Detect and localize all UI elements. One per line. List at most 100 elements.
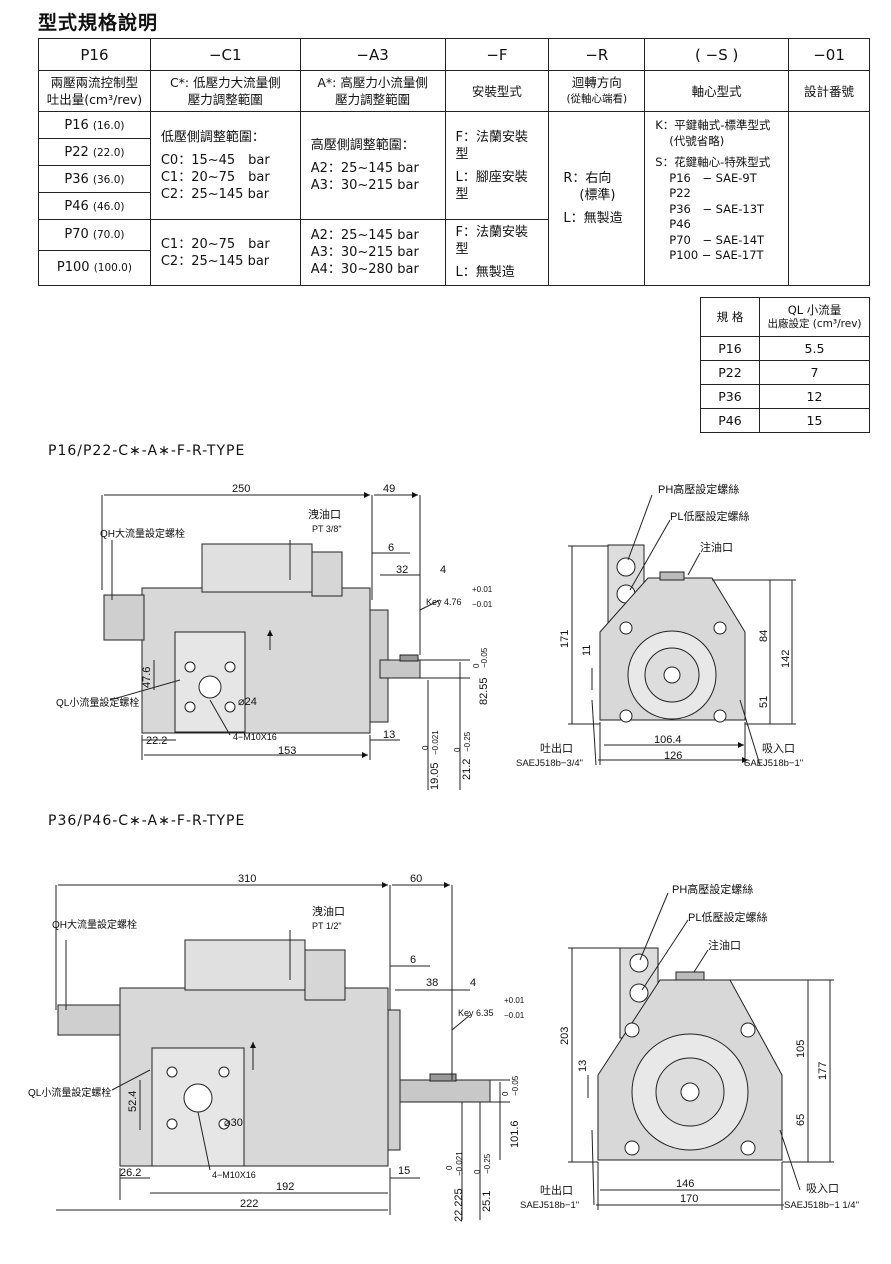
svg-text:吸入口: 吸入口	[762, 743, 795, 755]
svg-text:QL小流量設定螺栓: QL小流量設定螺栓	[56, 696, 139, 709]
svg-text:47.6: 47.6	[141, 667, 153, 688]
svg-text:11: 11	[581, 645, 593, 656]
svg-text:−0.25: −0.25	[463, 731, 472, 752]
c-range-cell: C1：20~75 bar C2：25~145 bar	[149, 219, 301, 286]
code-cell: −F	[444, 38, 550, 71]
svg-text:203: 203	[559, 1027, 571, 1045]
code-cell: −A3	[299, 38, 446, 71]
svg-text:−0.05: −0.05	[511, 1075, 520, 1096]
svg-text:177: 177	[817, 1062, 829, 1080]
svg-text:146: 146	[676, 1178, 694, 1190]
svg-text:4−M10X16: 4−M10X16	[233, 732, 277, 742]
svg-text:19.05: 19.05	[429, 762, 441, 790]
svg-text:+0.01: +0.01	[504, 996, 525, 1005]
svg-text:Key 6.35: Key 6.35	[458, 1008, 494, 1018]
ql-header-cell: QL 小流量出廠設定 (cm³/rev)	[759, 297, 870, 337]
svg-text:13: 13	[577, 1060, 589, 1072]
svg-text:PT 1/2": PT 1/2"	[312, 921, 342, 931]
svg-text:Key 4.76: Key 4.76	[426, 597, 462, 607]
svg-text:15: 15	[398, 1165, 410, 1177]
svg-text:吐出口: 吐出口	[540, 741, 573, 755]
code-cell: −C1	[149, 38, 301, 71]
svg-text:101.6: 101.6	[509, 1120, 521, 1148]
svg-text:⌀30: ⌀30	[224, 1117, 243, 1129]
header-cell: C*: 低壓力大流量側壓力調整範圍	[149, 70, 301, 112]
ql-header-row: 規 格 QL 小流量出廠設定 (cm³/rev)	[700, 297, 870, 337]
drawing2-caption: P36/P46-C∗-A∗-F-R-TYPE	[48, 813, 246, 829]
svg-text:0: 0	[445, 1165, 454, 1170]
svg-text:0: 0	[473, 1169, 482, 1174]
svg-text:13: 13	[383, 729, 395, 741]
svg-text:21.2: 21.2	[461, 759, 473, 780]
svg-text:注油口: 注油口	[708, 938, 741, 952]
svg-text:38: 38	[426, 977, 438, 989]
svg-text:−0.25: −0.25	[483, 1153, 492, 1174]
header-cell: 軸心型式	[644, 70, 790, 112]
model-row: P100 (100.0)	[38, 249, 870, 287]
svg-text:QL小流量設定螺栓: QL小流量設定螺栓	[28, 1086, 111, 1099]
svg-text:SAEJ518b−1": SAEJ518b−1"	[744, 758, 803, 769]
svg-text:106.4: 106.4	[654, 734, 682, 746]
ql-header-cell: 規 格	[700, 297, 760, 337]
model-cell: P70 (70.0)	[38, 219, 151, 251]
c-range-cell: 低壓側調整範圍： C0：15~45 bar C1：20~75 bar C2：25…	[149, 111, 301, 220]
svg-text:PH高壓設定螺絲: PH高壓設定螺絲	[672, 882, 753, 896]
header-cell: 設計番號	[788, 70, 870, 112]
drawing1-side-view: 250 49 洩油口 PT 3/8" 6 32 4 +0.01 Key 4.76…	[56, 483, 493, 790]
drawing2-side-view: 310 60 洩油口 PT 1/2" 6 38 4 +0.01 Key 6.35…	[28, 873, 525, 1222]
model-cell: P100 (100.0)	[38, 249, 151, 287]
mount-cell: F：法蘭安裝型 L：腳座安裝型	[444, 111, 550, 220]
svg-text:4: 4	[470, 977, 476, 989]
svg-text:26.2: 26.2	[120, 1167, 141, 1179]
svg-text:222: 222	[240, 1198, 258, 1210]
svg-text:−0.021: −0.021	[455, 1151, 464, 1176]
svg-text:⌀24: ⌀24	[238, 696, 257, 708]
svg-text:22.2: 22.2	[146, 735, 167, 747]
svg-text:52.4: 52.4	[127, 1091, 139, 1112]
svg-text:+0.01: +0.01	[472, 585, 493, 594]
svg-text:吸入口: 吸入口	[806, 1183, 839, 1195]
svg-text:32: 32	[396, 564, 408, 576]
svg-text:4−M10X16: 4−M10X16	[212, 1170, 256, 1180]
header-cell: 安裝型式	[444, 70, 550, 112]
svg-text:PL低壓設定螺絲: PL低壓設定螺絲	[688, 910, 767, 924]
code-row: P16 −C1 −A3 −F −R ( −S ) −01	[38, 38, 870, 71]
svg-text:洩油口: 洩油口	[312, 904, 345, 918]
svg-text:−0.05: −0.05	[480, 647, 489, 668]
svg-text:0: 0	[453, 747, 462, 752]
svg-text:60: 60	[410, 873, 422, 885]
shaft-cell: K：平鍵軸式-標準型式 (代號省略) S：花鍵軸心-特殊型式 P16 − SAE…	[644, 111, 790, 286]
svg-text:126: 126	[664, 750, 682, 762]
svg-text:153: 153	[278, 745, 296, 757]
header-cell: 兩壓兩流控制型吐出量(cm³/rev)	[38, 70, 151, 112]
svg-text:PT 3/8": PT 3/8"	[312, 524, 342, 534]
svg-text:洩油口: 洩油口	[308, 507, 341, 521]
svg-text:84: 84	[758, 630, 770, 642]
drawing2-front-view: PH高壓設定螺絲 PL低壓設定螺絲 注油口 203 13 105 177 65 …	[520, 882, 859, 1211]
model-cell: P16 (16.0)	[38, 111, 151, 139]
svg-text:SAEJ518b−3/4": SAEJ518b−3/4"	[516, 758, 583, 769]
svg-text:142: 142	[780, 650, 792, 668]
svg-text:−0.01: −0.01	[504, 1011, 525, 1020]
svg-text:6: 6	[388, 542, 394, 554]
model-row: P70 (70.0) C1：20~75 bar C2：25~145 bar A2…	[38, 219, 870, 286]
model-row: P16 (16.0) 低壓側調整範圍： C0：15~45 bar C1：20~7…	[38, 111, 870, 286]
svg-text:PL低壓設定螺絲: PL低壓設定螺絲	[670, 509, 749, 523]
rotation-cell: R：右向 (標準) L：無製造	[548, 111, 646, 286]
svg-text:PH高壓設定螺絲: PH高壓設定螺絲	[658, 482, 739, 496]
svg-text:25.1: 25.1	[481, 1191, 493, 1212]
mount-cell: F：法蘭安裝型 L：無製造	[444, 219, 550, 286]
svg-text:171: 171	[559, 630, 571, 648]
code-cell: P16	[38, 38, 151, 71]
code-cell: −01	[788, 38, 870, 71]
svg-text:51: 51	[758, 696, 770, 708]
svg-text:4: 4	[440, 564, 446, 576]
model-cell: P46 (46.0)	[38, 192, 151, 220]
svg-text:310: 310	[238, 873, 256, 885]
svg-text:QH大流量設定螺栓: QH大流量設定螺栓	[52, 918, 137, 931]
svg-text:6: 6	[410, 954, 416, 966]
drawing1-front-view: PH高壓設定螺絲 PL低壓設定螺絲 注油口 171 11 84 142 51 1…	[516, 482, 803, 769]
